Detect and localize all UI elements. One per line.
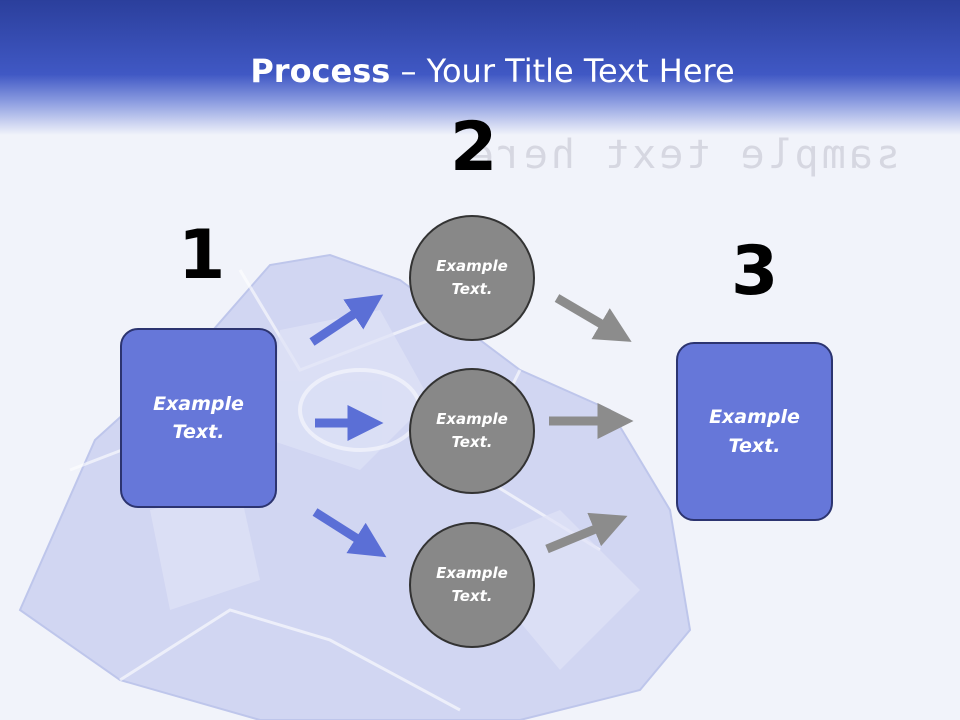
step-3-label: Example Text.: [709, 406, 800, 457]
slide-title: Process – Your Title Text Here: [0, 52, 960, 90]
circle-1-label: Example Text.: [436, 256, 508, 298]
step-1-label: Example Text.: [153, 392, 244, 444]
process-circle-3: Example Text.: [409, 522, 535, 648]
step-number-3: 3: [731, 232, 779, 311]
arrow-from-circle-3: [545, 512, 628, 554]
process-circle-2: Example Text.: [409, 368, 535, 494]
arrow-to-circle-3: [312, 508, 387, 558]
arrow-from-circle-1: [554, 294, 632, 342]
step-3-box: Example Text.: [676, 342, 833, 521]
step-1-box: Example Text.: [120, 328, 277, 508]
title-rest: – Your Title Text Here: [390, 52, 735, 90]
header-band: [0, 0, 960, 135]
step-number-1: 1: [178, 216, 226, 295]
circle-2-label: Example Text.: [436, 409, 508, 451]
step-number-2: 2: [450, 108, 498, 187]
title-bold: Process: [250, 52, 391, 90]
circle-3-label: Example Text.: [436, 563, 508, 605]
arrow-to-circle-1: [309, 294, 384, 346]
process-circle-1: Example Text.: [409, 215, 535, 341]
